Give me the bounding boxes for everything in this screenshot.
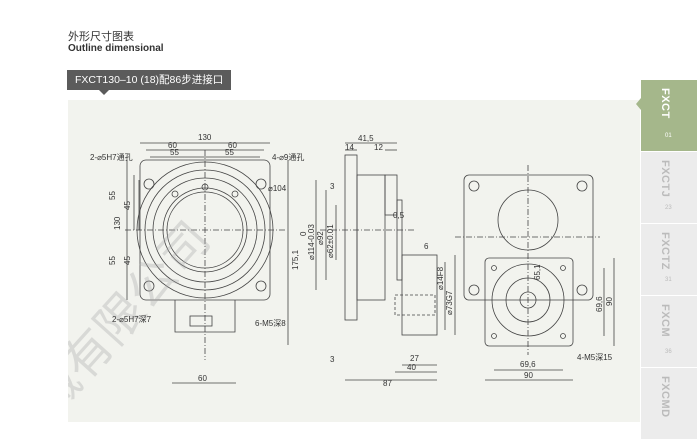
outline-drawing: 机械有限公司 130 60 60 55 55 2-⌀5H7通孔 4-⌀9通孔 ⌀… <box>68 133 615 422</box>
dim-label: ⌀14F8 <box>436 266 445 290</box>
tab-fxcm[interactable]: FXCM 36 <box>641 296 697 368</box>
dim-label: 55 <box>225 148 234 157</box>
tab-page-number: 23 <box>665 205 672 211</box>
dim-label: 60 <box>168 141 177 150</box>
dim-label: ⌀104 <box>268 184 287 193</box>
tab-label: FXCM <box>659 304 671 338</box>
tab-page-number: 36 <box>665 349 672 355</box>
dim-label: 14 <box>345 143 354 152</box>
dim-label: 175,1 <box>291 249 300 270</box>
dim-label: 69,6 <box>595 296 604 312</box>
dim-label: 41,5 <box>358 134 374 143</box>
dim-label: 130 <box>113 216 122 230</box>
rear-view <box>455 165 615 381</box>
dim-label: 55 <box>108 256 117 265</box>
drawing-panel: 机械有限公司 130 60 60 55 55 2-⌀5H7通孔 4-⌀9通孔 ⌀… <box>68 100 640 422</box>
dim-label: 87 <box>383 379 392 388</box>
dim-label: 55 <box>108 191 117 200</box>
dim-label: 6 <box>424 242 429 251</box>
tab-page-number: 01 <box>665 133 672 139</box>
dim-label: 65,1 <box>533 264 542 280</box>
dim-label: 90 <box>524 371 533 380</box>
section-title-en: Outline dimensional <box>68 43 164 54</box>
tab-fxct[interactable]: FXCT 01 <box>636 80 697 152</box>
dim-label: 90 <box>605 297 614 306</box>
dim-label: 0 <box>299 231 308 236</box>
section-title-cn: 外形尺寸图表 <box>68 31 134 43</box>
dim-label: 60 <box>228 141 237 150</box>
dim-label: 2-⌀5H7通孔 <box>90 152 133 162</box>
dim-label: 40 <box>407 363 416 372</box>
dim-label: 130 <box>198 133 212 142</box>
tab-label: FXCMD <box>659 376 671 418</box>
dim-label: 4-M5深15 <box>577 353 613 362</box>
side-view <box>315 142 456 381</box>
dim-label: 12 <box>374 143 383 152</box>
tab-label: FXCTJ <box>659 160 671 198</box>
dim-label: 27 <box>410 354 419 363</box>
dim-label: ⌀62±0.01 <box>326 224 335 258</box>
tab-label: FXCT <box>659 88 671 119</box>
dim-label: 60 <box>198 374 207 383</box>
tab-fxctz[interactable]: FXCTZ 31 <box>641 224 697 296</box>
dim-label: 45 <box>123 201 132 210</box>
dim-label: 2-⌀5H7深7 <box>112 315 152 324</box>
dim-label: 55 <box>170 148 179 157</box>
dim-label: ⌀73G7 <box>445 290 454 315</box>
dim-label: ⌀114-0.03 <box>307 224 316 260</box>
dim-label: ⌀92 <box>316 231 325 245</box>
tab-fxctj[interactable]: FXCTJ 23 <box>641 152 697 224</box>
tab-label: FXCTZ <box>659 232 671 270</box>
tab-fxcmd[interactable]: FXCMD <box>641 368 697 440</box>
dim-label: 69,6 <box>520 360 536 369</box>
front-view <box>125 142 289 384</box>
dim-label: 3 <box>330 182 335 191</box>
dim-label: 6-M5深8 <box>255 319 286 328</box>
dim-label: 3 <box>330 355 335 364</box>
series-sidebar: FXCT 01 FXCTJ 23 FXCTZ 31 FXCM 36 FXCMD <box>636 80 697 440</box>
model-tag: FXCT130–10 (18)配86步进接口 <box>67 70 232 95</box>
dim-label: 4-⌀9通孔 <box>272 152 304 162</box>
dim-label: 0,5 <box>393 211 405 220</box>
dim-label: 45 <box>123 256 132 265</box>
tab-page-number: 31 <box>665 277 672 283</box>
